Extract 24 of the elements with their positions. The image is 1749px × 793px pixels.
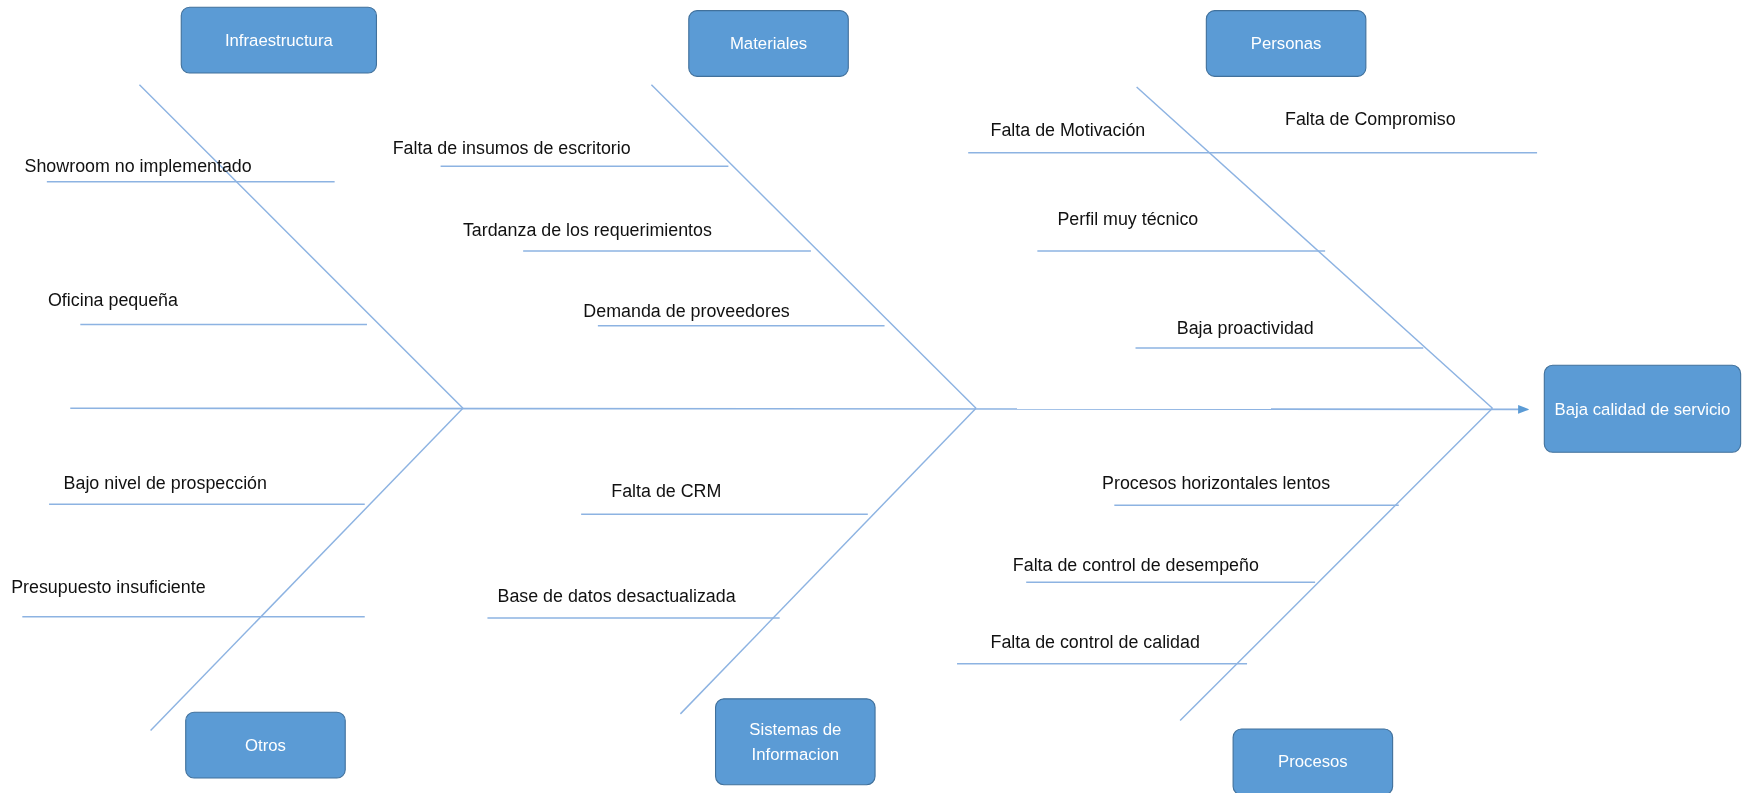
cause-label: Presupuesto insuficiente (11, 577, 206, 598)
category-box: Infraestructura (180, 6, 377, 74)
spine-arrow (69, 404, 1530, 414)
cause-label: Falta de Compromiso (1285, 109, 1456, 130)
cause-label: Procesos horizontales lentos (1102, 472, 1331, 493)
cause-label: Falta de control de calidad (990, 632, 1200, 653)
cause-label: Perfil muy técnico (1057, 209, 1199, 230)
cause-label: Demanda de proveedores (583, 301, 790, 322)
cause-label: Base de datos desactualizada (497, 586, 736, 607)
cause-label: Oficina pequeña (47, 290, 178, 311)
category-box: Personas (1205, 10, 1367, 77)
effect-box: Baja calidad de servicio (1543, 364, 1742, 453)
cause-label: Falta de control de desempeño (1012, 555, 1259, 576)
category-box: Procesos (1232, 728, 1394, 793)
cause-label: Tardanza de los requerimientos (462, 220, 712, 241)
cause-label: Bajo nivel de prospección (63, 472, 267, 493)
cause-label: Falta de insumos de escritorio (392, 138, 631, 159)
category-box: Otros (185, 711, 346, 779)
category-box: Materiales (688, 10, 849, 77)
cause-label: Showroom no implementado (24, 156, 252, 177)
cause-label: Baja proactividad (1176, 317, 1314, 338)
cause-label: Falta de Motivación (990, 120, 1146, 141)
cause-label: Falta de CRM (611, 481, 722, 502)
category-box: Sistemas de Informacion (715, 698, 876, 786)
